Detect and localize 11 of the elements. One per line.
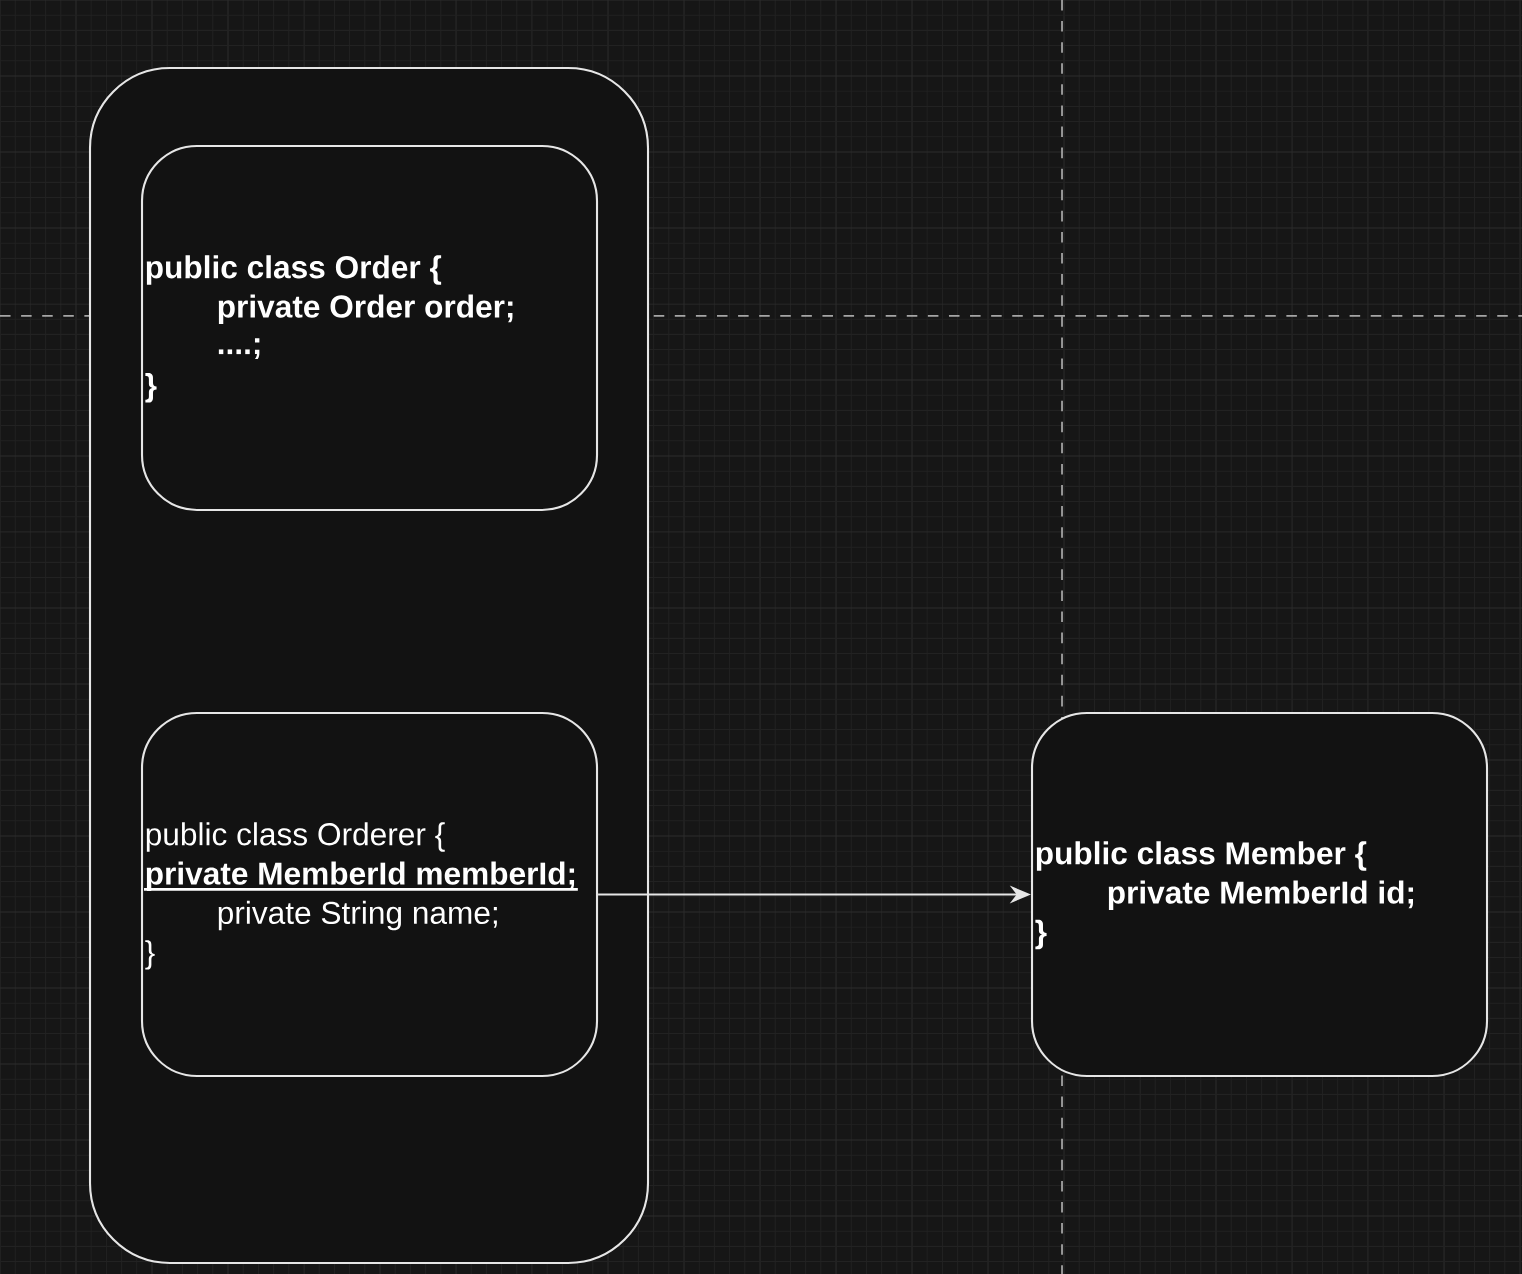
code-line: private String name;: [218, 900, 497, 931]
code-line: private MemberId id;: [1108, 880, 1413, 910]
code-line: private Order order;: [218, 294, 513, 324]
code-line: }: [145, 940, 155, 970]
code-line: private MemberId memberId;: [144, 861, 578, 891]
code-line: }: [145, 373, 157, 403]
code-line: }: [1035, 919, 1047, 950]
code-line: public class Orderer {: [146, 822, 445, 852]
code-line: public class Member {: [1036, 841, 1367, 871]
code-line: public class Order {: [146, 255, 442, 285]
code-line: ....;: [218, 338, 260, 359]
